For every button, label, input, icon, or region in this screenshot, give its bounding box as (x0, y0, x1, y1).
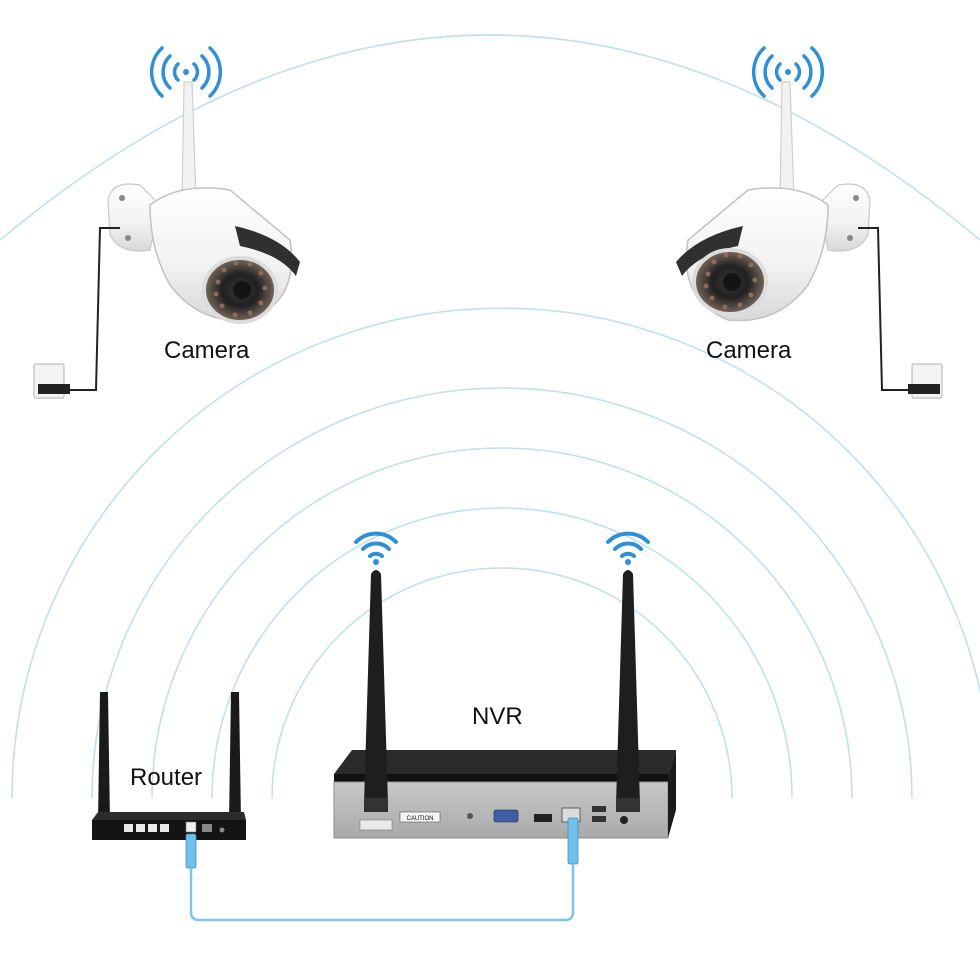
camera-left-label: Camera (164, 337, 250, 364)
power-outlet-icon (33, 363, 70, 399)
wifi-icon (149, 46, 223, 98)
wifi-icon (751, 46, 825, 98)
signal-arc (151, 447, 853, 799)
signal-arc (91, 387, 913, 799)
router-label: Router (130, 764, 203, 791)
nvr-device: CAUTION (333, 531, 676, 839)
camera-left (33, 46, 300, 399)
wifi-icon (354, 531, 398, 565)
antenna (181, 81, 197, 201)
wifi-icon (606, 531, 650, 565)
nvr-label: NVR (472, 703, 523, 730)
ethernet-cable (185, 817, 579, 922)
power-cable (70, 227, 120, 391)
caution-label: CAUTION (407, 816, 434, 822)
signal-arc (11, 307, 980, 799)
router-device (92, 692, 246, 840)
power-cable (858, 227, 908, 391)
signal-arc (271, 567, 733, 799)
antenna (616, 570, 640, 804)
signal-arc (211, 507, 793, 799)
power-outlet-icon (908, 363, 943, 399)
signal-arc (0, 34, 980, 241)
antenna (229, 692, 241, 822)
antenna (779, 81, 795, 201)
signal-arcs (0, 34, 980, 799)
antenna (98, 692, 110, 822)
camera-right-label: Camera (706, 337, 792, 364)
camera-right (676, 46, 943, 399)
antenna (364, 570, 388, 804)
